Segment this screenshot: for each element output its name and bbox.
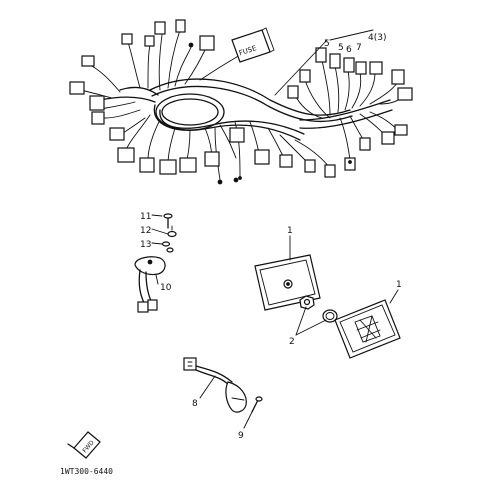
leader-line-13 <box>151 242 163 245</box>
callout-13: 13 <box>140 240 151 250</box>
panel-plate-lower <box>334 299 401 359</box>
leader-line-2b <box>295 319 327 336</box>
callout-5: 5 <box>324 39 330 49</box>
callout-9: 9 <box>238 431 244 441</box>
panel-plate-upper <box>254 254 321 311</box>
callout-11: 11 <box>140 212 151 222</box>
callout-10: 10 <box>160 283 172 293</box>
leader-line-1b <box>389 289 399 304</box>
callout-7: 7 <box>356 43 362 53</box>
fwd-arrow-icon: FWD <box>67 431 101 459</box>
callout-12: 12 <box>140 226 151 236</box>
wire-terminals <box>188 42 352 185</box>
sensor-lead <box>183 357 263 413</box>
diagram-code: 1WT300-6440 <box>60 467 113 476</box>
callout-1a: 1 <box>287 226 293 236</box>
leader-line-4 <box>274 39 328 96</box>
callout-5b: 5 <box>338 43 344 53</box>
leader-line-10 <box>155 274 159 285</box>
fuse-box: FUSE <box>231 27 275 63</box>
nut-parts <box>299 295 338 323</box>
callout-2: 2 <box>289 337 295 347</box>
leader-line-9 <box>243 409 254 429</box>
leader-line-2a <box>295 306 307 336</box>
leader-line-12 <box>151 228 169 235</box>
callout-6: 6 <box>346 45 352 55</box>
harness-connectors <box>69 19 413 178</box>
leader-line-8 <box>199 375 216 399</box>
leader-line-4-top <box>329 29 374 41</box>
callout-4: 4(3) <box>368 33 386 43</box>
callout-1b: 1 <box>396 280 402 290</box>
leader-line-11 <box>151 214 163 217</box>
switch-assembly <box>134 213 177 313</box>
wiring-harness: FUSE <box>69 19 413 185</box>
callout-8: 8 <box>192 399 198 409</box>
